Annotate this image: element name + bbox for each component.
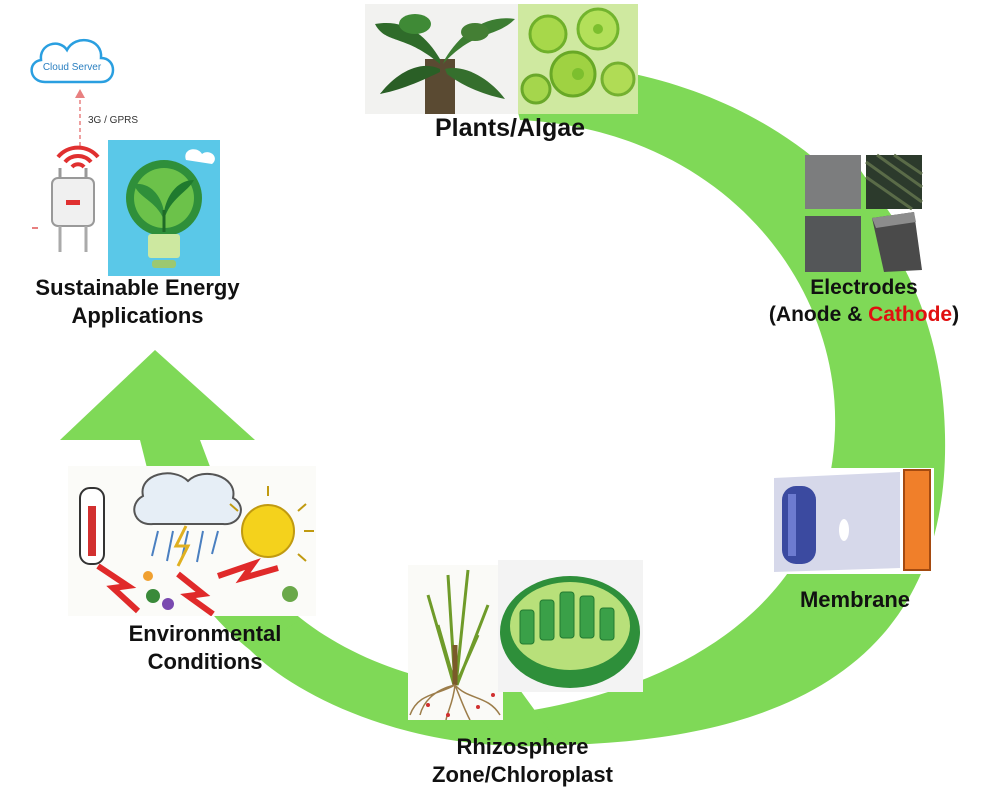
applications-label-line1: Sustainable Energy — [35, 275, 240, 300]
cloud-server-text: Cloud Server — [43, 62, 102, 73]
iot-gateway-icon — [32, 168, 95, 252]
uplink-arrow — [75, 89, 85, 146]
electrode-sheets-image — [805, 153, 923, 272]
electrodes-suffix-text: ) — [952, 302, 960, 326]
electrodes-anode-text: (Anode & — [768, 302, 869, 326]
rhizosphere-label-line2: Zone/Chloroplast — [432, 762, 613, 788]
green-bulb-image — [108, 140, 220, 276]
environment-label: Environmental Conditions — [90, 620, 320, 676]
membrane-module-image — [772, 468, 934, 574]
chloroplast-image — [498, 560, 643, 692]
electrodes-label: Electrodes (Anode & Cathode) — [745, 275, 983, 329]
arrow-head-up — [60, 350, 255, 440]
electrodes-label-line2: (Anode & Cathode) — [745, 302, 983, 329]
applications-label: Sustainable Energy Applications — [10, 274, 265, 330]
electrodes-cathode-text: Cathode — [868, 302, 953, 326]
algae-cells-image — [518, 4, 638, 114]
wifi-icon — [56, 145, 100, 169]
environment-label-line2: Conditions — [147, 649, 263, 675]
applications-label-line2: Applications — [71, 303, 204, 329]
rhizosphere-label: Rhizosphere Zone/Chloroplast — [390, 733, 655, 789]
electrodes-label-line1: Electrodes — [810, 276, 918, 299]
cloud-icon: Cloud Server — [30, 38, 115, 84]
plant-roots-image — [365, 4, 520, 114]
environment-label-line1: Environmental — [128, 621, 282, 646]
link-label: 3G / GPRS — [88, 115, 139, 126]
membrane-label: Membrane — [799, 587, 911, 612]
weather-cartoon-image — [68, 466, 316, 616]
grass-roots-image — [408, 565, 503, 720]
rhizosphere-label-line1: Rhizosphere — [456, 734, 589, 759]
plants-label: Plants/Algae — [434, 114, 586, 142]
